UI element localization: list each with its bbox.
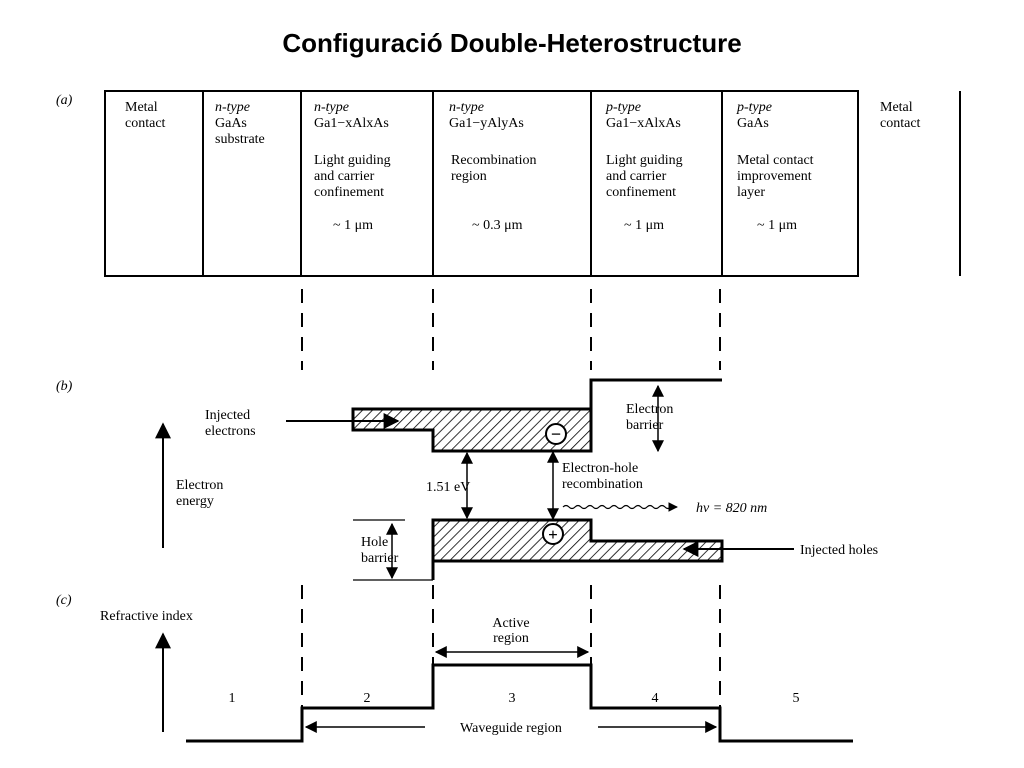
part-label-b: (b) <box>56 379 73 394</box>
energy-axis-label-2: energy <box>176 494 214 509</box>
layer-3-desc2: and carrier <box>314 169 375 184</box>
electron-symbol <box>545 423 567 445</box>
layer-2-line1: n-type <box>215 100 250 115</box>
hole-symbol-sign: + <box>548 525 558 544</box>
layer-5-thickness: ~ 1 μm <box>624 218 664 233</box>
layer-7-line1: Metal <box>880 100 913 115</box>
layer-5-line1: p-type <box>605 100 641 115</box>
active-region-label-2: region <box>493 631 529 646</box>
electron-barrier-label-1: Electron <box>626 402 673 417</box>
energy-axis-label-1: Electron <box>176 478 223 493</box>
layer-5-desc3: confinement <box>606 185 676 200</box>
layer-5-desc2: and carrier <box>606 169 667 184</box>
photon-wave <box>562 502 678 512</box>
electron-barrier-label-2: barrier <box>626 418 664 433</box>
layer-2-line2: GaAs <box>215 116 247 131</box>
layer-1-line2: contact <box>125 116 166 131</box>
dashed-guides-upper <box>301 289 721 370</box>
hole-barrier-label-2: barrier <box>361 551 399 566</box>
layer-4-desc1: Recombination <box>451 153 537 168</box>
recombination-label-2: recombination <box>562 477 643 492</box>
layer-6-thickness: ~ 1 μm <box>757 218 797 233</box>
page-title: Configuració Double-Heterostructure <box>282 28 742 58</box>
part-label-c: (c) <box>56 593 72 608</box>
layer-4-desc2: region <box>451 169 487 184</box>
layer-3-formula: Ga1−xAlxAs <box>314 116 389 131</box>
layer-2-line3: substrate <box>215 132 265 147</box>
photon-label: hν = 820 nm <box>696 501 767 516</box>
layer-3-thickness: ~ 1 μm <box>333 218 373 233</box>
electron-symbol-sign: − <box>551 424 561 444</box>
layer-6-line2: GaAs <box>737 116 769 131</box>
layer-3-line1: n-type <box>314 100 349 115</box>
active-region-label-1: Active <box>492 616 529 631</box>
layer-6-desc3: layer <box>737 185 765 200</box>
region-number-4: 4 <box>652 691 659 706</box>
dashed-guides-lower <box>301 585 721 708</box>
electron-barrier-step <box>589 378 722 451</box>
region-number-3: 3 <box>509 691 516 706</box>
layer-6-desc2: improvement <box>737 169 812 184</box>
region-number-5: 5 <box>793 691 800 706</box>
part-label-a: (a) <box>56 93 73 108</box>
hole-barrier-label-1: Hole <box>361 535 388 550</box>
hole-symbol <box>542 523 564 545</box>
layer-3-desc3: confinement <box>314 185 384 200</box>
recombination-label-1: Electron-hole <box>562 461 638 476</box>
layer-4-line1: n-type <box>449 100 484 115</box>
layer-4-formula: Ga1−yAlyAs <box>449 116 524 131</box>
refractive-axis-label: Refractive index <box>100 609 193 624</box>
layer-5-formula: Ga1−xAlxAs <box>606 116 681 131</box>
refractive-index-profile <box>186 663 853 743</box>
layer-1-line1: Metal <box>125 100 158 115</box>
layer-table <box>104 90 961 277</box>
layer-7-line2: contact <box>880 116 921 131</box>
injected-holes-label: Injected holes <box>800 543 878 558</box>
layer-5-desc1: Light guiding <box>606 153 683 168</box>
injected-electrons-label-2: electrons <box>205 424 256 439</box>
band-gap-label: 1.51 eV <box>426 480 470 495</box>
layer-6-line1: p-type <box>736 100 772 115</box>
waveguide-region-label: Waveguide region <box>460 721 562 736</box>
region-number-2: 2 <box>364 691 371 706</box>
injected-electrons-label-1: Injected <box>205 408 250 423</box>
valence-band <box>431 518 724 563</box>
layer-4-thickness: ~ 0.3 μm <box>472 218 523 233</box>
layer-6-desc1: Metal contact <box>737 153 814 168</box>
region-number-1: 1 <box>229 691 236 706</box>
layer-3-desc1: Light guiding <box>314 153 391 168</box>
